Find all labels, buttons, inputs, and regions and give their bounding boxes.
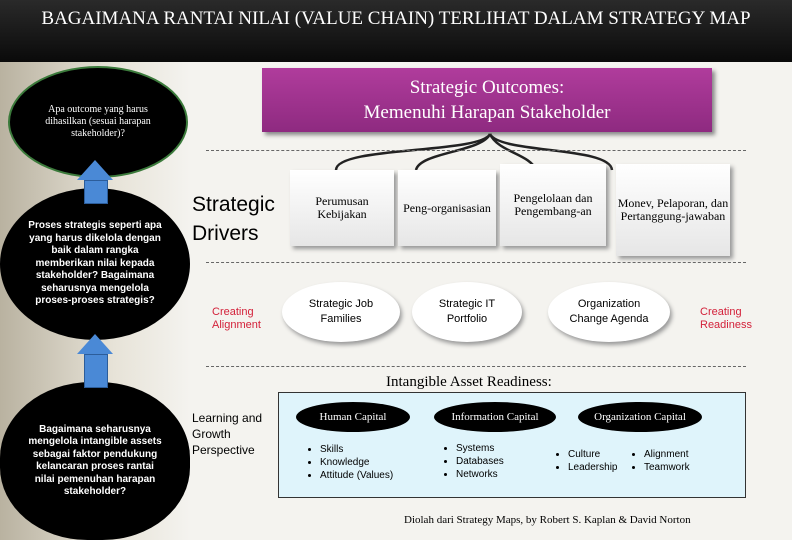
outcome-title: Strategic Outcomes: [262,75,712,100]
alignment-oval-text: Strategic IT Portfolio [430,297,504,327]
list-item: Alignment [644,448,690,461]
strategic-drivers-line1: Strategic [192,190,275,219]
alignment-oval: Organization Change Agenda [548,282,670,342]
driver-card: Pengelolaan dan Pengembang-an [500,164,606,246]
learning-line3: Perspective [192,442,262,458]
list-item: Systems [456,442,504,455]
list-item: Attitude (Values) [320,469,393,482]
process-question-text: Proses strategis seperti apa yang harus … [22,220,168,308]
readiness-heading: Intangible Asset Readiness: [384,374,554,391]
list-item: Leadership [568,461,617,474]
human-capital-oval: Human Capital [296,402,410,432]
driver-card: Monev, Pelaporan, dan Pertanggung-jawaba… [616,164,730,256]
list-item: Databases [456,455,504,468]
alignment-oval-text: Strategic Job Families [301,297,381,327]
creating-readiness-line2: Readiness [700,319,752,332]
organization-capital-list-right: Alignment Teamwork [634,448,690,474]
page-title: BAGAIMANA RANTAI NILAI (VALUE CHAIN) TER… [20,6,772,31]
strategic-outcomes-box: Strategic Outcomes: Memenuhi Harapan Sta… [262,68,712,132]
process-question-oval: Proses strategis seperti apa yang harus … [0,188,190,340]
information-capital-oval: Information Capital [434,402,556,432]
source-note: Diolah dari Strategy Maps, by Robert S. … [404,514,691,526]
learning-line1: Learning and [192,410,262,426]
creating-readiness-label: Creating Readiness [700,306,752,332]
alignment-oval-text: Organization Change Agenda [559,297,659,327]
up-arrow-icon [77,160,113,180]
outcome-subtitle: Memenuhi Harapan Stakeholder [262,100,712,125]
creating-alignment-label: Creating Alignment [212,306,261,332]
alignment-oval: Strategic Job Families [282,282,400,342]
intangible-question-text: Bagaimana seharusnya mengelola intangibl… [28,424,162,499]
driver-card: Perumusan Kebijakan [290,170,394,246]
intangible-question-oval: Bagaimana seharusnya mengelola intangibl… [0,382,190,540]
strategic-drivers-line2: Drivers [192,219,275,248]
list-item: Culture [568,448,617,461]
list-item: Networks [456,468,504,481]
strategic-drivers-label: Strategic Drivers [192,190,275,248]
divider [206,366,746,367]
up-arrow-icon [77,334,113,354]
creating-readiness-line1: Creating [700,306,752,319]
human-capital-list: Skills Knowledge Attitude (Values) [310,443,393,482]
organization-capital-oval: Organization Capital [578,402,702,432]
list-item: Knowledge [320,456,393,469]
list-item: Skills [320,443,393,456]
learning-line2: Growth [192,426,262,442]
creating-alignment-line2: Alignment [212,319,261,332]
alignment-oval: Strategic IT Portfolio [412,282,522,342]
creating-alignment-line1: Creating [212,306,261,319]
divider [206,150,746,151]
information-capital-list: Systems Databases Networks [446,442,504,481]
learning-growth-label: Learning and Growth Perspective [192,410,262,458]
organization-capital-list-left: Culture Leadership [558,448,617,474]
list-item: Teamwork [644,461,690,474]
divider [206,262,746,263]
up-arrow-shaft [84,180,108,204]
outcome-question-text: Apa outcome yang harus dihasilkan (sesua… [44,104,152,140]
driver-card: Peng-organisasian [398,170,496,246]
up-arrow-shaft [84,354,108,388]
